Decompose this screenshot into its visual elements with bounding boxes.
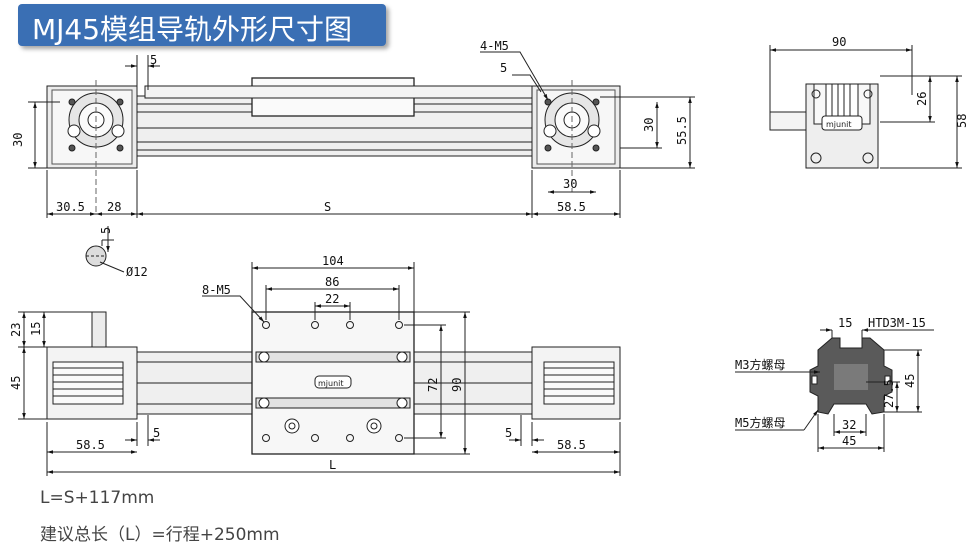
dim-top-22: 22 [325, 292, 339, 306]
dim-top-23: 23 [9, 323, 23, 337]
dim-profile-27-5: 27.5 [882, 379, 896, 408]
dim-top-5-right: 5 [505, 426, 512, 440]
dim-shaft-12: Ø12 [126, 265, 148, 279]
end-logo: mjunit [826, 120, 852, 129]
top-view [18, 262, 621, 476]
dim-front-55-5: 55.5 [675, 116, 689, 145]
dim-front-5-right: 5 [500, 61, 507, 75]
dim-top-5-left: 5 [153, 426, 160, 440]
dim-top-72: 72 [426, 378, 440, 392]
dim-front-30-right: 30 [642, 118, 656, 132]
dim-front-4-m5: 4-M5 [480, 39, 509, 53]
label-m5-nut: M5方螺母 [735, 415, 785, 430]
dim-profile-15: 15 [838, 316, 852, 330]
dim-shaft-5: 5 [99, 227, 113, 234]
end-view [769, 45, 962, 169]
dim-front-5-top: 5 [150, 53, 157, 67]
title-banner: MJ45模组导轨外形尺寸图 [18, 4, 386, 46]
page-title: MJ45模组导轨外形尺寸图 [32, 13, 353, 46]
dim-profile-htd: HTD3M-15 [868, 316, 926, 330]
dim-end-58: 58 [955, 114, 969, 128]
dim-front-S: S [324, 200, 331, 214]
dim-end-26: 26 [915, 92, 929, 106]
dim-front-28: 28 [107, 200, 121, 214]
dim-end-90: 90 [832, 35, 846, 49]
dim-front-30-left: 30 [11, 133, 25, 147]
dim-top-L: L [329, 458, 336, 472]
dim-profile-32: 32 [842, 418, 856, 432]
dim-top-58-5-left: 58.5 [76, 438, 105, 452]
top-logo: mjunit [318, 379, 344, 388]
label-m3-nut: M3方螺母 [735, 357, 785, 372]
shaft-detail [85, 226, 125, 273]
dim-top-90: 90 [450, 378, 464, 392]
dim-profile-45-v: 45 [903, 374, 917, 388]
note-length-formula: L=S+117mm [40, 488, 155, 508]
dim-profile-45-h: 45 [842, 434, 856, 448]
dim-top-86: 86 [325, 275, 339, 289]
dim-top-15: 15 [29, 322, 43, 336]
dim-top-45: 45 [9, 376, 23, 390]
note-recommended-length: 建议总长（L）=行程+250mm [40, 525, 280, 545]
top-view-dims: 104 86 22 8-M5 23 15 45 72 90 58.5 5 5 5… [9, 254, 586, 472]
dim-top-104: 104 [322, 254, 344, 268]
dim-front-30-5: 30.5 [56, 200, 85, 214]
dim-front-30-bottom: 30 [563, 177, 577, 191]
profile-view-dims: 15 HTD3M-15 M3方螺母 M5方螺母 27.5 45 32 45 [735, 316, 926, 448]
front-view [28, 51, 695, 218]
front-view-dims: 5 30 30.5 28 S 58.5 4-M5 5 30 55.5 30 [11, 39, 689, 214]
dim-front-58-5: 58.5 [557, 200, 586, 214]
dim-top-8-m5: 8-M5 [202, 283, 231, 297]
profile-view [735, 328, 934, 452]
dim-top-58-5-right: 58.5 [557, 438, 586, 452]
